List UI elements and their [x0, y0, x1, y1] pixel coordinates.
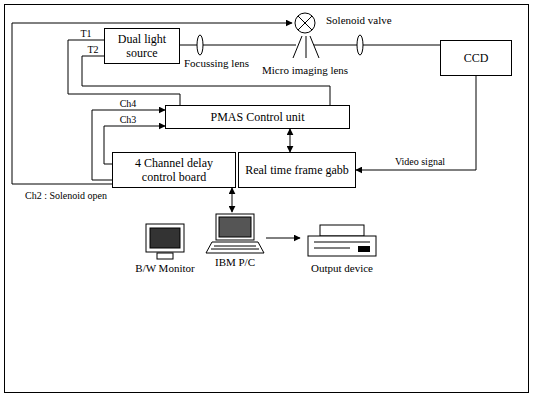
- laptop-drawing: [204, 212, 266, 256]
- connector-line: [266, 238, 300, 239]
- monitor-icon: B/W Monitor: [132, 222, 198, 275]
- drawing-part: [295, 13, 315, 33]
- solenoid-valve: Solenoid valve: [292, 10, 318, 36]
- ccd-camera-box: CCD: [440, 40, 512, 76]
- imaging-path: [314, 45, 440, 46]
- connector-line: [290, 129, 291, 152]
- lens-label: Focussing lens: [184, 57, 249, 70]
- micro-imaging-lens: [357, 35, 363, 55]
- caption-text: IBM P/C: [215, 256, 255, 269]
- box-text: CCD: [464, 51, 489, 65]
- frame-grabber-box: Real time frame gabb: [238, 152, 356, 188]
- drawing-part: [211, 249, 259, 250]
- computer-icon: IBM P/C: [204, 212, 266, 269]
- focussing-lens: [197, 35, 203, 55]
- signal-label: Ch4: [119, 98, 138, 109]
- drawing-part: [314, 242, 370, 243]
- caption-text: B/W Monitor: [135, 262, 194, 275]
- monitor-drawing: [132, 222, 198, 262]
- connector-line: [356, 76, 476, 170]
- signal-label: T1: [79, 28, 92, 39]
- box-text: Dual light source: [109, 32, 175, 60]
- outer-frame: [5, 5, 529, 393]
- drawing-part: [214, 246, 256, 247]
- spray-line: [310, 36, 319, 58]
- drawing-part: [298, 16, 312, 30]
- drawing-part: [146, 224, 184, 252]
- valve-symbol: [292, 10, 318, 36]
- caption-text: Output device: [311, 262, 373, 275]
- signal-label: Ch2 : Solenoid open: [24, 190, 108, 201]
- spray-line: [293, 36, 302, 58]
- box-text: 4 Channel delay control board: [117, 156, 231, 184]
- drawing-part: [150, 228, 180, 248]
- drawing-part: [206, 242, 264, 253]
- lens-label: Micro imaging lens: [262, 64, 348, 77]
- drawing-part: [314, 248, 350, 249]
- signal-label: T2: [86, 44, 99, 55]
- signal-label: Video signal: [394, 156, 446, 167]
- connector-line: [232, 188, 233, 212]
- drawing-part: [308, 236, 376, 256]
- drawing-part: [157, 253, 173, 259]
- drawing-part: [358, 246, 370, 252]
- box-text: Real time frame gabb: [245, 163, 349, 177]
- caption-text: Solenoid valve: [326, 14, 392, 27]
- box-text: PMAS Control unit: [210, 110, 304, 124]
- spray-line: [306, 36, 307, 58]
- control-unit-box: PMAS Control unit: [165, 105, 350, 129]
- drawing-part: [216, 214, 254, 240]
- light-source-box: Dual light source: [104, 28, 180, 64]
- drawing-part: [298, 16, 312, 30]
- printer-drawing: [300, 222, 384, 262]
- printer-icon: Output device: [300, 222, 384, 275]
- delay-board-box: 4 Channel delay control board: [112, 152, 236, 188]
- drawing-part: [219, 217, 251, 237]
- signal-label: Ch3: [119, 114, 138, 125]
- drawing-part: [320, 225, 364, 236]
